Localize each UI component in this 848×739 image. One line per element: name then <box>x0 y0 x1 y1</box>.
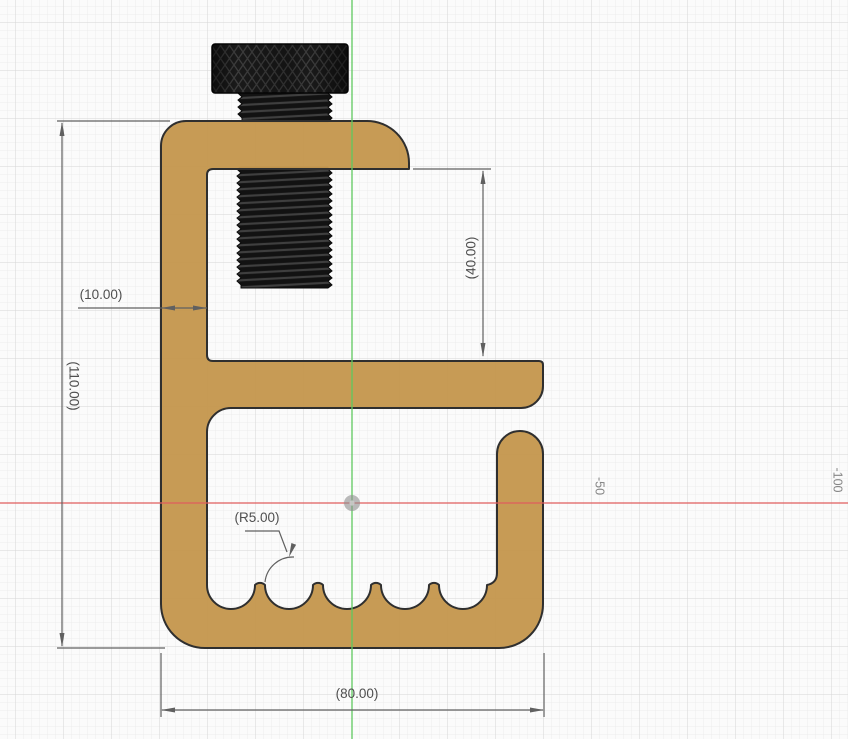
arrowhead-down-icon <box>59 633 65 647</box>
origin-marker[interactable] <box>344 495 360 511</box>
dimension-text-overall-height[interactable]: (110.00) <box>66 361 81 410</box>
arrowhead-right-icon <box>530 707 544 713</box>
dimension-throat-depth[interactable]: (40.00) <box>413 168 491 357</box>
dimension-text-wall-thickness[interactable]: (10.00) <box>80 287 123 302</box>
x-axis-tick-label-neg50: -50 <box>593 477 607 495</box>
dimension-overall-width[interactable]: (80.00) <box>160 653 545 717</box>
dimension-text-scallop-radius[interactable]: (R5.00) <box>234 510 279 525</box>
dimension-overall-height[interactable]: (110.00) <box>57 120 170 649</box>
arrowhead-left-icon <box>161 707 175 713</box>
arrowhead-leader-icon <box>289 543 297 557</box>
dimension-text-overall-width[interactable]: (80.00) <box>336 686 379 701</box>
dimension-wall-thickness[interactable]: (10.00) <box>78 287 207 311</box>
arrowhead-up-icon <box>59 122 65 136</box>
arrowhead-down-icon <box>480 343 486 357</box>
radius-extension-arc <box>264 556 295 583</box>
screw-lower-thread[interactable] <box>236 166 333 289</box>
screw-upper-thread[interactable] <box>237 90 333 123</box>
x-axis-tick-label-neg100: -100 <box>831 467 845 492</box>
thumb-screw[interactable] <box>211 43 349 289</box>
arrowhead-right-icon <box>193 305 207 311</box>
screw-knurled-knob[interactable] <box>211 43 349 94</box>
dimension-text-throat-depth[interactable]: (40.00) <box>464 237 479 280</box>
arrowhead-up-icon <box>480 170 486 184</box>
dimension-scallop-radius[interactable]: (R5.00) <box>234 510 297 583</box>
arrowhead-left-icon <box>161 305 175 311</box>
